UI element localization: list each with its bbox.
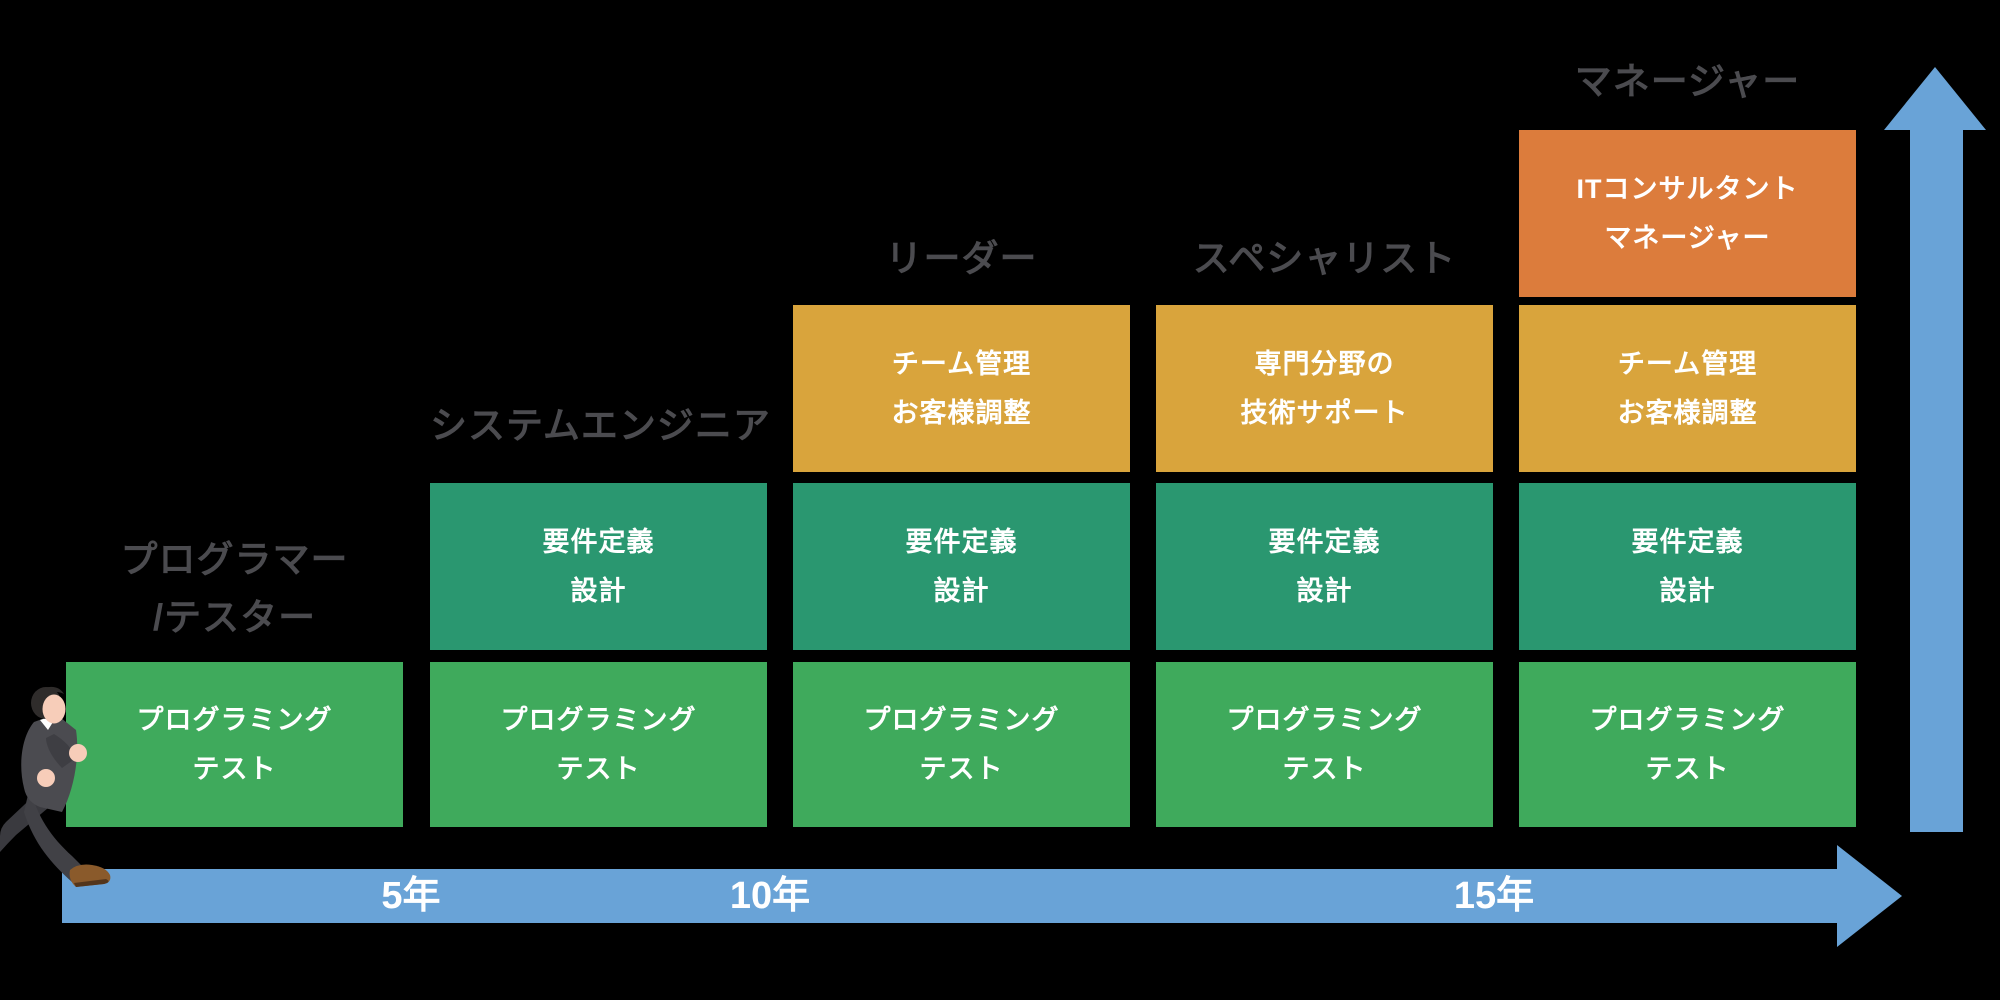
skill-line: プログラミング xyxy=(1226,704,1423,735)
skill-line: プログラミング xyxy=(500,704,697,735)
stage-label-programmer-tester: プログラマー /テスター xyxy=(66,531,403,647)
skill-block-programming-test: プログラミング テスト xyxy=(1156,662,1493,827)
skill-line: テスト xyxy=(919,753,1004,784)
skill-line: プログラミング xyxy=(1589,704,1786,735)
skill-line: 技術サポート xyxy=(1240,397,1409,428)
skill-block-programming-test: プログラミング テスト xyxy=(793,662,1130,827)
stage-label-line: プログラマー xyxy=(120,539,349,580)
skill-line: テスト xyxy=(192,753,277,784)
growth-arrow-shaft xyxy=(1910,130,1963,832)
skill-block-programming-test: プログラミング テスト xyxy=(430,662,767,827)
skill-line: マネージャー xyxy=(1604,222,1771,253)
skill-block-programming-test: プログラミング テスト xyxy=(66,662,403,827)
timeline-arrow-shaft xyxy=(62,869,1837,923)
skill-block-requirements-design: 要件定義 設計 xyxy=(1519,483,1856,650)
skill-line: お客様調整 xyxy=(891,397,1032,428)
skill-line: ITコンサルタント xyxy=(1576,173,1799,204)
skill-line: プログラミング xyxy=(136,704,333,735)
stage-label-leader: リーダー xyxy=(885,238,1038,279)
timeline-year-15: 15年 xyxy=(1453,875,1535,917)
stage-label-manager: マネージャー xyxy=(1574,61,1801,102)
skill-line: チーム管理 xyxy=(1617,348,1758,379)
skill-line: 設計 xyxy=(1659,575,1716,606)
growth-arrow-head-icon xyxy=(1884,67,1986,130)
stage-label-specialist: スペシャリスト xyxy=(1192,238,1457,279)
skill-line: テスト xyxy=(556,753,641,784)
skill-line: 設計 xyxy=(933,575,990,606)
skill-line: 要件定義 xyxy=(905,526,1018,557)
skill-block-programming-test: プログラミング テスト xyxy=(1519,662,1856,827)
timeline-year-5: 5年 xyxy=(381,875,441,917)
skill-line: お客様調整 xyxy=(1617,397,1758,428)
skill-block-team-management: チーム管理 お客様調整 xyxy=(1519,305,1856,472)
skill-line: 設計 xyxy=(1296,575,1353,606)
skill-line: 設計 xyxy=(570,575,627,606)
timeline-arrow-head-icon xyxy=(1837,845,1902,947)
skill-block-specialty-support: 専門分野の 技術サポート xyxy=(1156,305,1493,472)
skill-block-it-consultant-manager: ITコンサルタント マネージャー xyxy=(1519,130,1856,297)
skill-line: 要件定義 xyxy=(542,526,655,557)
skill-line: 要件定義 xyxy=(1268,526,1381,557)
timeline-year-10: 10年 xyxy=(729,875,811,917)
skill-block-requirements-design: 要件定義 設計 xyxy=(1156,483,1493,650)
stage-label-line: /テスター xyxy=(152,597,317,638)
skill-block-requirements-design: 要件定義 設計 xyxy=(793,483,1130,650)
skill-block-requirements-design: 要件定義 設計 xyxy=(430,483,767,650)
skill-line: プログラミング xyxy=(863,704,1060,735)
walking-person-icon xyxy=(0,686,111,887)
skill-line: テスト xyxy=(1645,753,1730,784)
skill-line: チーム管理 xyxy=(891,348,1032,379)
skill-line: 要件定義 xyxy=(1631,526,1744,557)
stage-label-system-engineer: システムエンジニア xyxy=(430,405,771,446)
skill-block-team-management: チーム管理 お客様調整 xyxy=(793,305,1130,472)
skill-line: テスト xyxy=(1282,753,1367,784)
skill-line: 専門分野の xyxy=(1254,348,1395,379)
